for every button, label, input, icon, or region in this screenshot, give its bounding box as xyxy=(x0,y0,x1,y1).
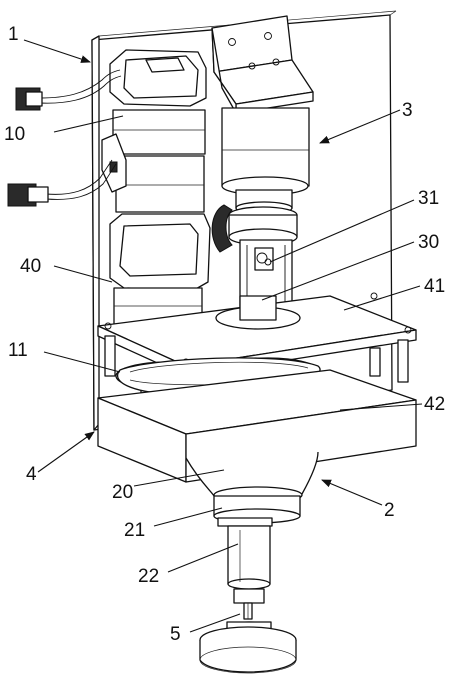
label-31: 31 xyxy=(418,188,439,209)
label-20: 20 xyxy=(112,482,133,503)
reference-numerals: 1 10 3 31 30 40 41 11 42 4 20 2 21 22 5 xyxy=(4,24,445,645)
motor-10 xyxy=(101,49,207,213)
leader-lines xyxy=(23,39,423,633)
label-2: 2 xyxy=(384,500,395,521)
label-41: 41 xyxy=(424,276,445,297)
cable-connector-upper xyxy=(15,69,122,111)
spindle-lower-2 xyxy=(185,451,319,604)
tool-5 xyxy=(199,602,297,674)
label-4: 4 xyxy=(26,464,37,485)
cable-connector-lower xyxy=(7,159,117,207)
label-21: 21 xyxy=(124,520,145,541)
label-42: 42 xyxy=(424,394,445,415)
motor-assembly-3 xyxy=(211,15,314,215)
label-22: 22 xyxy=(138,566,159,587)
label-1: 1 xyxy=(8,24,19,45)
label-5: 5 xyxy=(170,624,181,645)
label-40: 40 xyxy=(20,256,41,277)
label-3: 3 xyxy=(402,100,413,121)
label-10: 10 xyxy=(4,124,25,145)
label-11: 11 xyxy=(8,340,28,361)
label-30: 30 xyxy=(418,232,439,253)
